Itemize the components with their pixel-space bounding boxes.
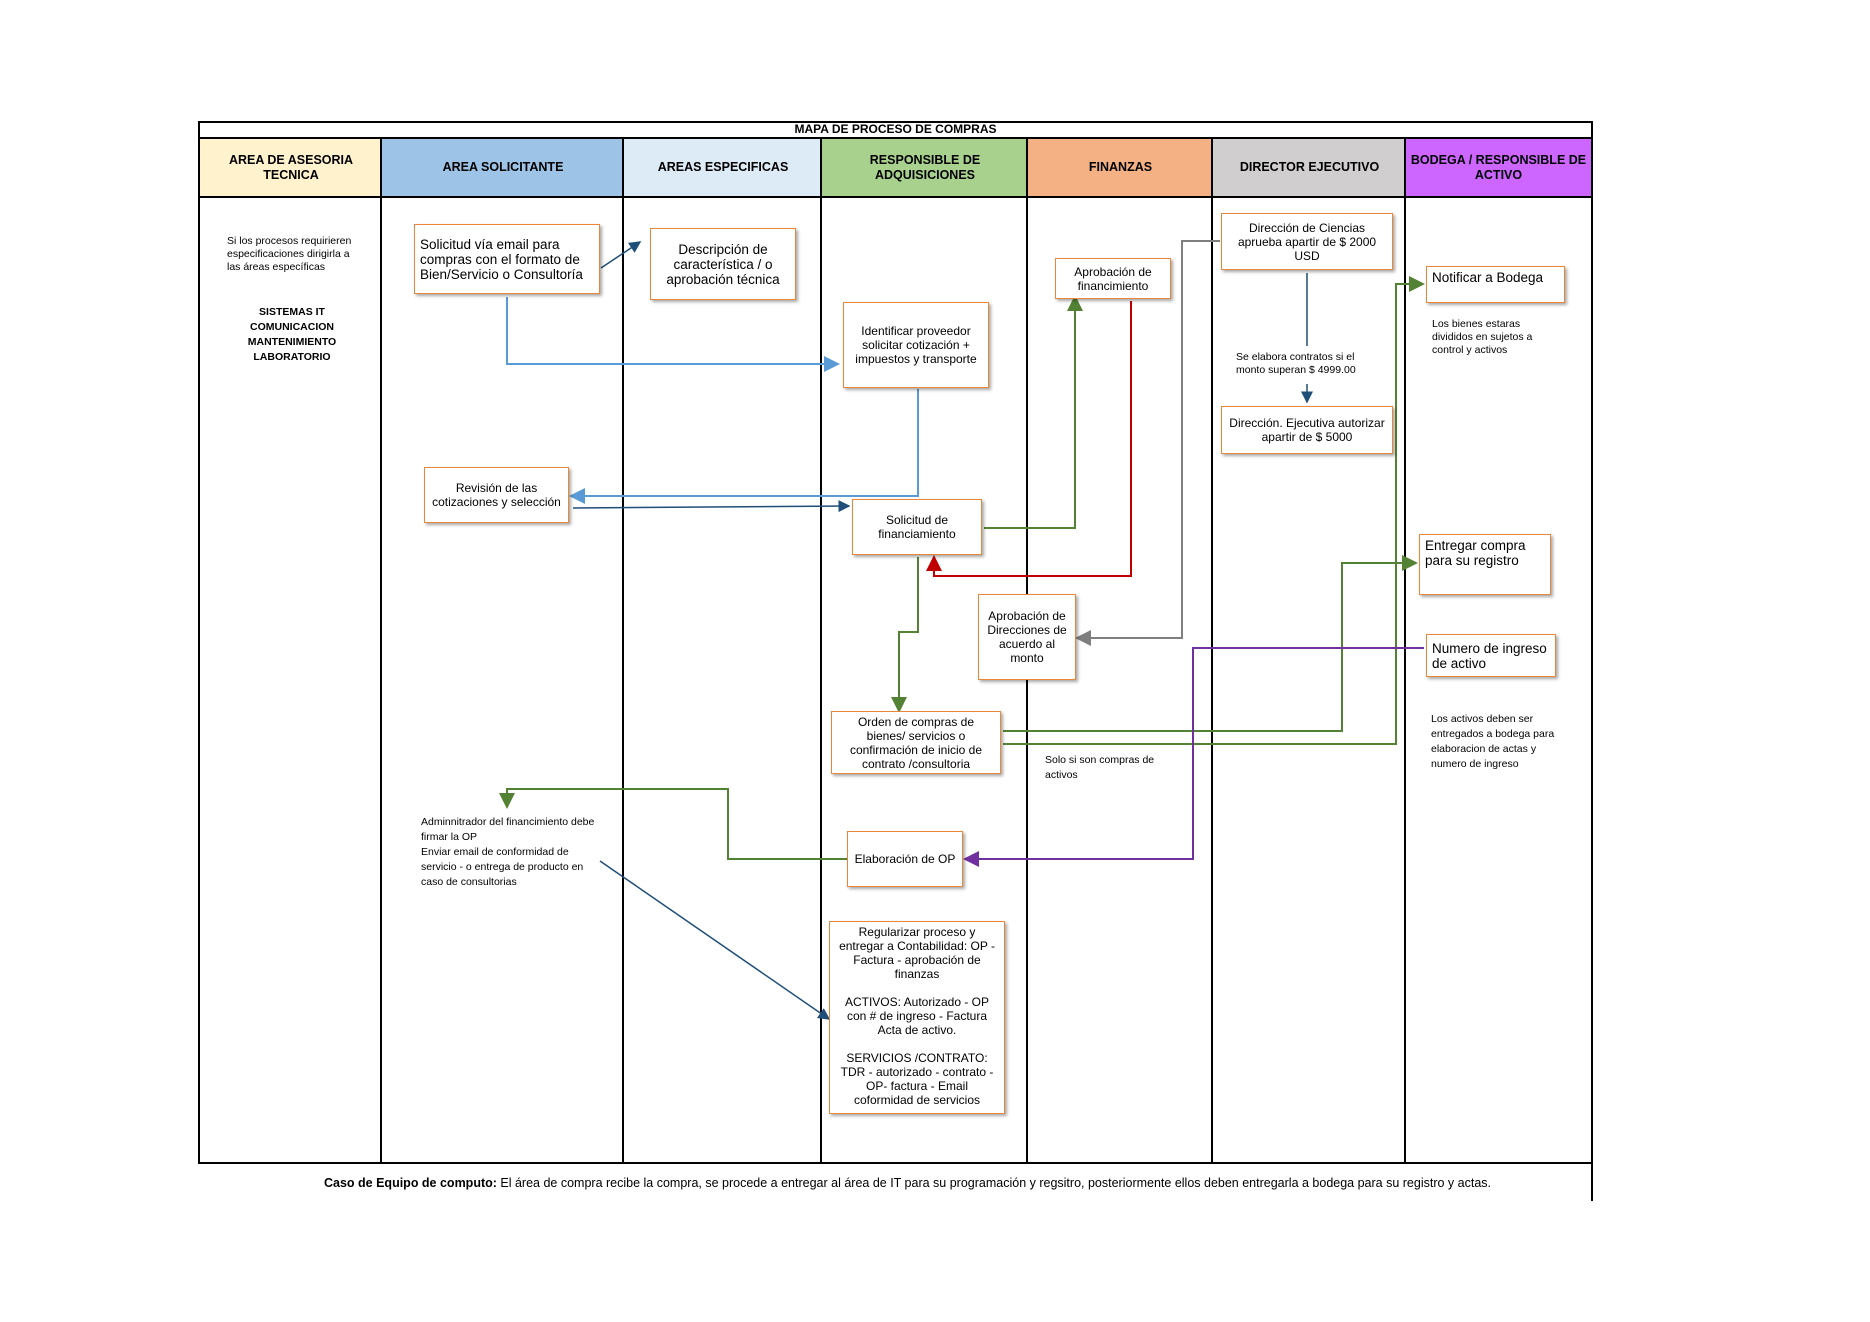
area-laboratorio: LABORATORIO (253, 351, 331, 363)
lane-header-asesoria: AREA DE ASESORIA TECNICA (200, 139, 382, 198)
box-aprobacion-financiamiento: Aprobación de financimiento (1055, 258, 1171, 299)
box-direccion-ciencias: Dirección de Ciencias aprueba apartir de… (1221, 213, 1393, 270)
lane-header-director: DIRECTOR EJECUTIVO (1213, 139, 1406, 198)
box-numero-ingreso: Numero de ingreso de activo (1426, 634, 1556, 677)
arrow-solicitud-to-descripcion (600, 241, 642, 269)
footer-note: Caso de Equipo de computo: El área de co… (324, 1176, 1491, 1190)
lane-divider (1211, 139, 1213, 1164)
box-identificar-proveedor: Identificar proveedor solicitar cotizaci… (843, 302, 989, 388)
box-revision: Revisión de las cotizaciones y selección (424, 467, 569, 523)
administrador-line-2: Enviar email de conformidad de servicio … (421, 846, 584, 888)
lane-header-bodega: BODEGA / RESPONSIBLE DE ACTIVO (1406, 139, 1591, 198)
arrow-administrador-to-regularizar (599, 860, 831, 1020)
lane-divider (622, 139, 624, 1164)
asesoria-areas-list: SISTEMAS IT COMUNICACION MANTENIMIENTO L… (232, 305, 352, 365)
activos-note: Los activos deben ser entregados a bodeg… (1431, 713, 1555, 770)
lane-header-solicitante: AREA SOLICITANTE (382, 139, 624, 198)
bienes-note: Los bienes estaras divididos en sujetos … (1432, 318, 1533, 356)
arrow-solicitud-fin-to-aprobacion (984, 295, 1083, 529)
box-entregar-compra: Entregar compra para su registro (1419, 534, 1551, 595)
footer-divider (1591, 1163, 1593, 1201)
box-notificar-bodega: Notificar a Bodega (1426, 266, 1565, 303)
solo-activos-note: Solo si son compras de activos (1045, 754, 1155, 781)
area-sistemas: SISTEMAS IT (259, 306, 325, 318)
regularizar-line-1: Regularizar proceso y entregar a Contabi… (839, 925, 995, 981)
area-mantenimiento: MANTENIMIENTO (247, 336, 337, 348)
area-comunicacion: COMUNICACION (250, 321, 334, 333)
arrow-identificar-to-revision (569, 389, 919, 504)
box-elaboracion-op: Elaboración de OP (847, 831, 963, 887)
lane-header-especificas: AREAS ESPECIFICAS (624, 139, 822, 198)
lane-divider (1404, 139, 1406, 1164)
box-regularizar: Regularizar proceso y entregar a Contabi… (829, 921, 1005, 1114)
arrow-aprobacion-to-solicitud-fin (926, 301, 1132, 577)
regularizar-line-2: ACTIVOS: Autorizado - OP con # de ingres… (844, 995, 990, 1037)
asesoria-intro-note: Si los procesos requirieren especificaci… (227, 235, 352, 273)
arrow-elaboracion-to-administrador (499, 788, 847, 860)
lane-divider (820, 139, 822, 1164)
arrow-solicitud-fin-to-orden (891, 557, 919, 713)
arrow-revision-to-solicitud-fin (572, 500, 851, 513)
box-aprobacion-direcciones: Aprobación de Direcciones de acuerdo al … (978, 594, 1076, 680)
regularizar-line-3: SERVICIOS /CONTRATO: TDR - autorizado - … (840, 1051, 994, 1107)
administrador-line-1: Adminnitrador del financimiento debe fir… (421, 816, 595, 843)
lane-divider (380, 139, 382, 1164)
arrow-solicitud-to-identificar (506, 297, 840, 372)
map-title: MAPA DE PROCESO DE COMPRAS (198, 121, 1593, 139)
box-solicitud-financiamiento: Solicitud de financiamiento (852, 499, 982, 555)
arrow-direccion-to-aprobacion-dir (1075, 240, 1220, 646)
box-solicitud-email: Solicitud vía email para compras con el … (414, 224, 600, 294)
footer-bold: Caso de Equipo de computo: (324, 1176, 497, 1190)
footer-text: El área de compra recibe la compra, se p… (496, 1176, 1491, 1190)
contratos-note: Se elabora contratos si el monto superan… (1236, 351, 1356, 376)
lane-header-finanzas: FINANZAS (1028, 139, 1213, 198)
process-map-frame (198, 121, 1593, 1164)
arrow-numero-to-elaboracion (963, 647, 1424, 867)
arrow-orden-to-notificar (1003, 276, 1425, 745)
lane-header-adquisiciones: RESPONSIBLE DE ADQUISICIONES (822, 139, 1028, 198)
administrador-note: Adminnitrador del financimiento debe fir… (421, 815, 601, 890)
box-descripcion: Descripción de característica / o aproba… (650, 228, 796, 300)
box-orden-compras: Orden de compras de bienes/ servicios o … (831, 711, 1001, 774)
box-direccion-ejecutiva: Dirección. Ejecutiva autorizar apartir d… (1221, 406, 1393, 454)
